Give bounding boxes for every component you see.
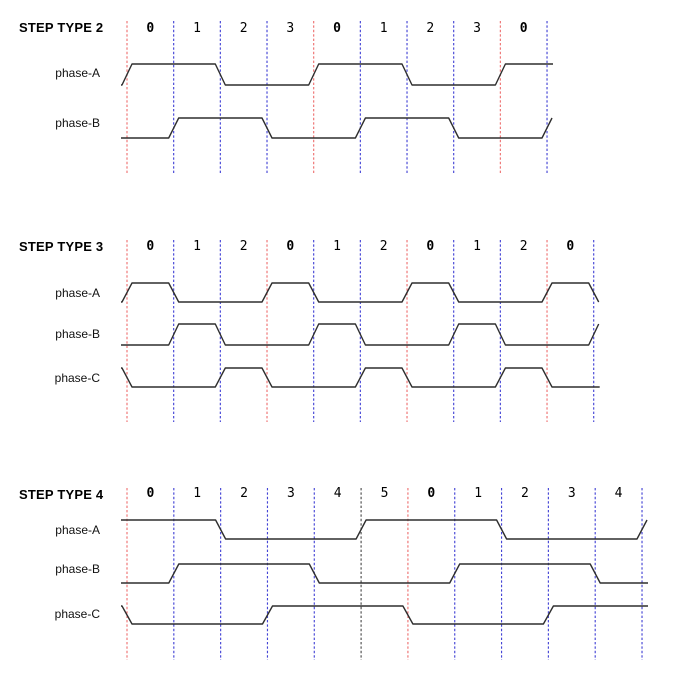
step-number: 4 xyxy=(333,486,342,501)
phase-b-label-type2: phase-B xyxy=(55,116,100,130)
step-number: 3 xyxy=(286,486,295,501)
phase-a-label-type3: phase-A xyxy=(55,286,100,300)
step-number: 4 xyxy=(614,486,623,501)
step-number: 0 xyxy=(146,239,155,254)
waveform-phase-A-s1 xyxy=(121,63,553,86)
step-number: 2 xyxy=(379,239,388,254)
phase-b-label-type3: phase-B xyxy=(55,327,100,341)
phase-b-label-type4: phase-B xyxy=(55,562,100,576)
waveform-phase-A-s3 xyxy=(121,519,648,540)
step-number: 3 xyxy=(286,21,295,36)
step-number: 3 xyxy=(473,21,481,36)
section-title-step-type-3: STEP TYPE 3 xyxy=(19,239,104,254)
step-number: 2 xyxy=(519,239,528,254)
step-number: 1 xyxy=(474,486,483,501)
step-number: 0 xyxy=(566,239,575,254)
step-number: 2 xyxy=(521,486,529,501)
section-title-step-type-2: STEP TYPE 2 xyxy=(19,20,104,35)
phase-a-label-type2: phase-A xyxy=(55,66,100,80)
step-number: 0 xyxy=(427,486,436,501)
step-number: 2 xyxy=(239,21,248,36)
step-number: 1 xyxy=(379,21,388,36)
section-title-step-type-4: STEP TYPE 4 xyxy=(19,487,104,502)
phase-a-label-type4: phase-A xyxy=(55,523,100,537)
step-number: 1 xyxy=(473,239,481,254)
step-number: 1 xyxy=(193,239,201,254)
step-number: 0 xyxy=(519,21,528,36)
waveform-phase-B-s1 xyxy=(121,117,553,139)
step-number: 0 xyxy=(146,21,155,36)
waveform-phase-A-s2 xyxy=(121,282,600,303)
phase-c-label-type4: phase-C xyxy=(54,607,100,621)
step-number: 2 xyxy=(239,239,248,254)
step-number: 0 xyxy=(286,239,295,254)
step-number: 5 xyxy=(380,486,389,501)
step-number: 2 xyxy=(240,486,248,501)
waveform-phase-B-s2 xyxy=(121,323,600,346)
step-number: 1 xyxy=(193,486,202,501)
step-number: 0 xyxy=(426,239,435,254)
step-number: 3 xyxy=(567,486,576,501)
waveform-phase-B-s3 xyxy=(121,563,648,584)
waveform-phase-C-s3 xyxy=(121,605,648,625)
phase-c-label-type3: phase-C xyxy=(54,371,100,385)
step-number: 1 xyxy=(193,21,201,36)
step-number: 0 xyxy=(146,486,155,501)
waveform-phase-C-s2 xyxy=(121,367,600,388)
step-number: 1 xyxy=(333,239,341,254)
step-number: 2 xyxy=(426,21,435,36)
step-number: 0 xyxy=(333,21,341,36)
